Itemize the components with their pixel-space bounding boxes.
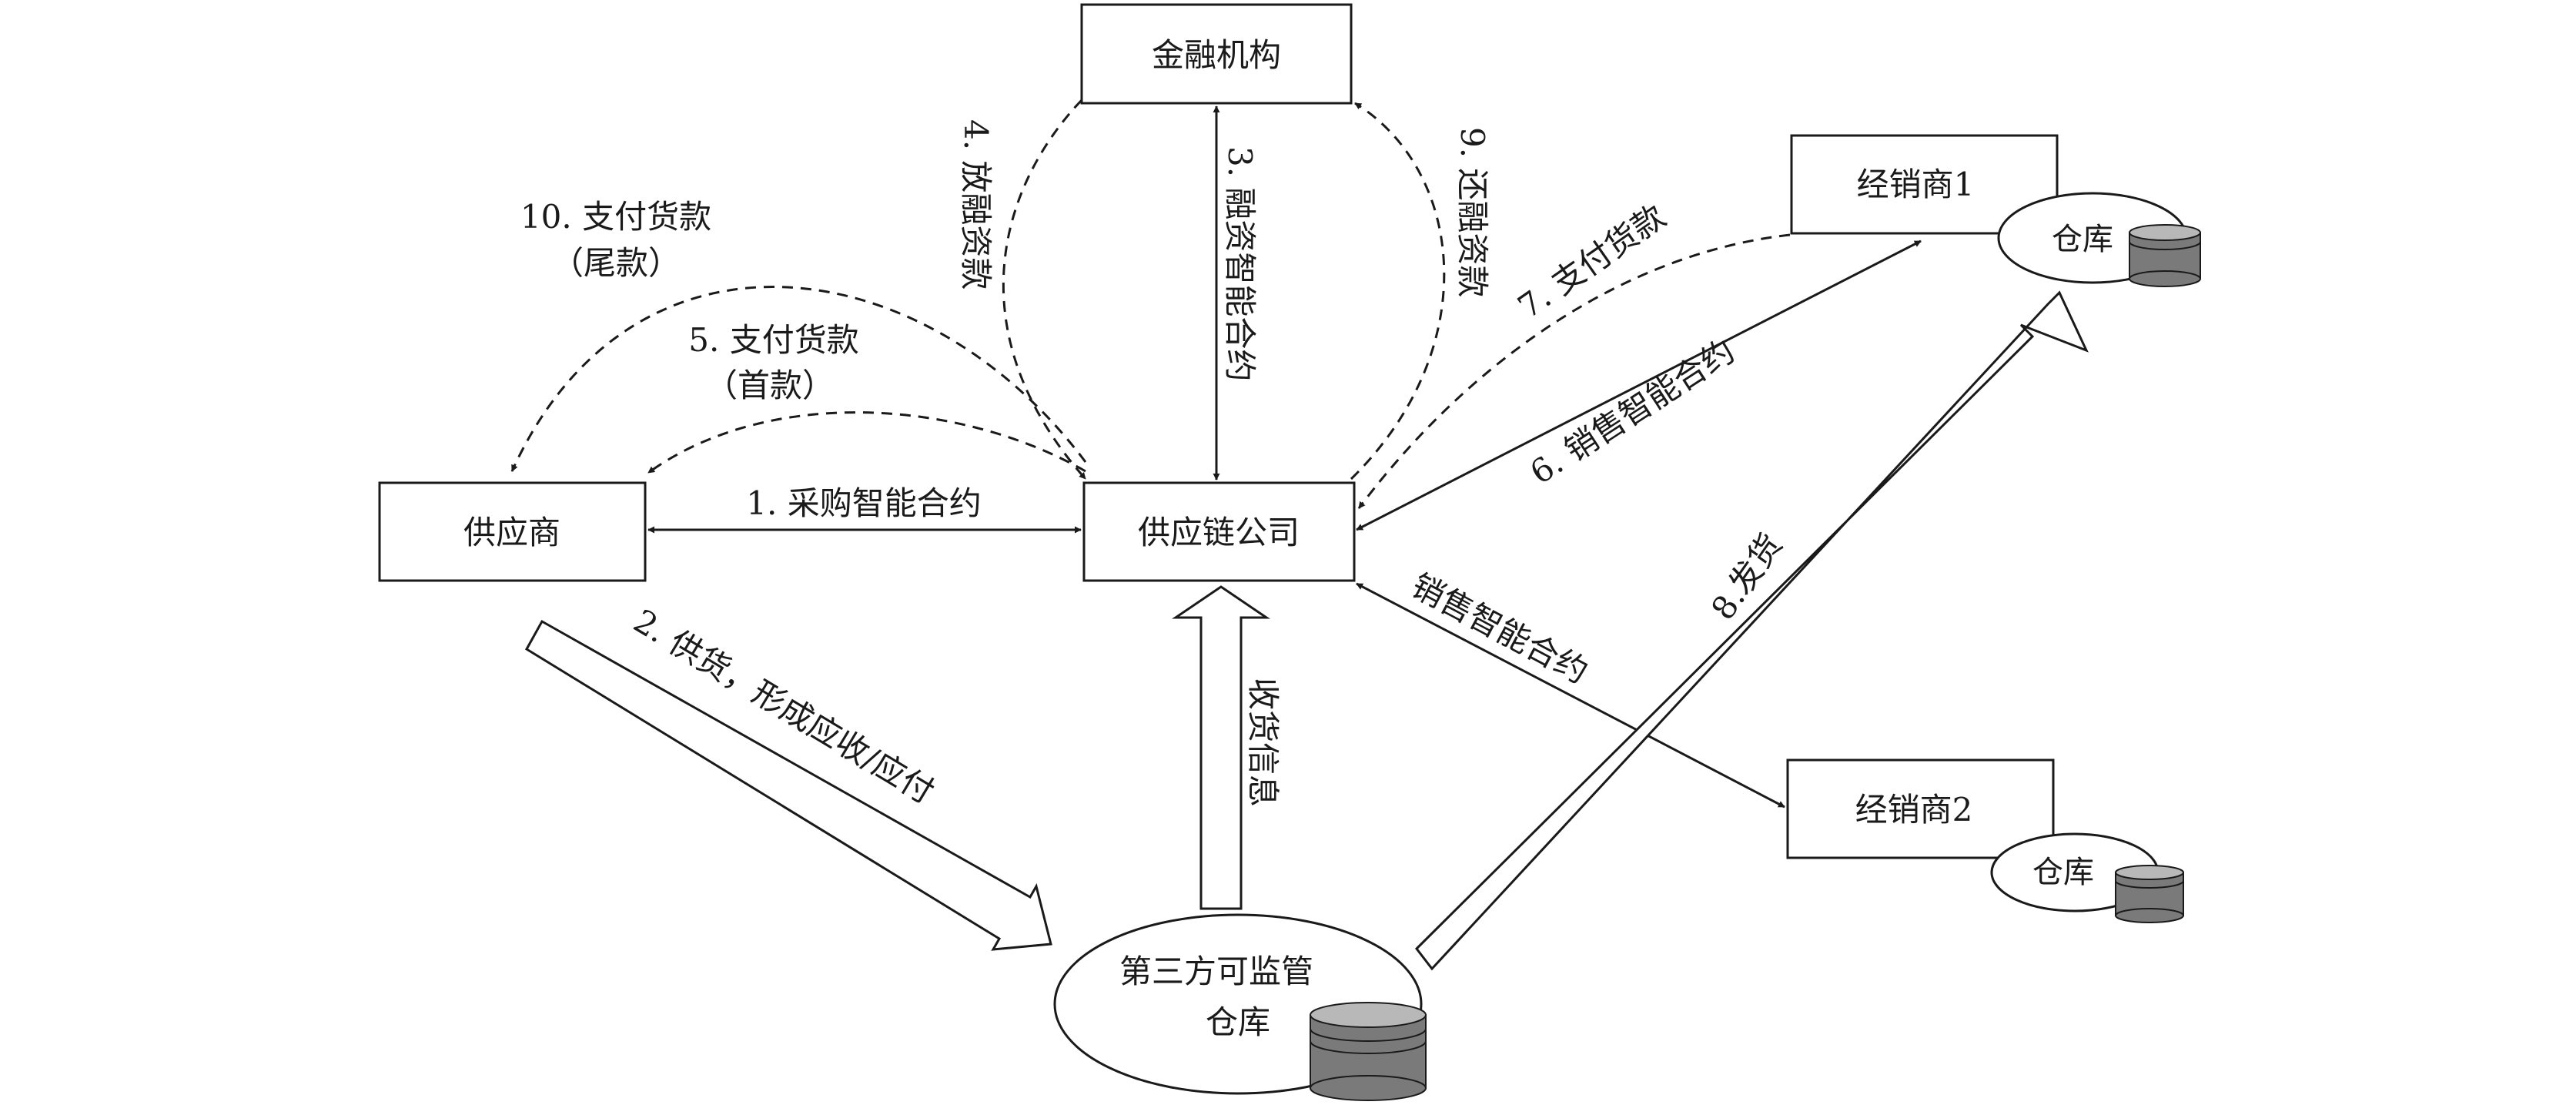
edge-4-arrow bbox=[1002, 99, 1087, 480]
third-party-database-icon bbox=[1310, 1002, 1427, 1101]
receipt-label: 收货信息 bbox=[1244, 678, 1282, 807]
supplier-label: 供应商 bbox=[463, 514, 560, 551]
edge-7-label: 7. 支付货款 bbox=[1511, 197, 1672, 326]
edge-9-label: 9. 还融资款 bbox=[1454, 127, 1491, 297]
dealer2-node: 经销商2 仓库 bbox=[1786, 758, 2184, 923]
supply-chain-company-label: 供应链公司 bbox=[1138, 514, 1300, 551]
third-party-warehouse-label-line1: 第三方可监管 bbox=[1119, 953, 1313, 990]
supply-chain-company-node: 供应链公司 bbox=[1082, 481, 1356, 582]
edge-10-label-line1: 10. 支付货款 bbox=[520, 198, 711, 236]
dealer2-warehouse-label: 仓库 bbox=[2032, 855, 2094, 890]
edge-4-label: 4. 放融资款 bbox=[957, 119, 995, 290]
edge-5-label-line1: 5. 支付货款 bbox=[688, 321, 858, 359]
edge-8-label: 8.发货 bbox=[1704, 527, 1789, 627]
edge-5-label-line2: （首款） bbox=[705, 367, 835, 404]
edge-3-label: 3. 融资智能合约 bbox=[1221, 146, 1259, 381]
edge-8-block-arrow bbox=[1415, 290, 2089, 971]
edge-sales-d2-label: 销售智能合约 bbox=[1405, 567, 1594, 691]
edge-2-block-arrow bbox=[524, 619, 1052, 951]
dealer1-node: 经销商1 仓库 bbox=[1790, 134, 2201, 287]
supplier-node: 供应商 bbox=[378, 481, 647, 582]
edge-7-arrow bbox=[1357, 233, 1791, 509]
dealer1-database-icon bbox=[2129, 224, 2201, 287]
third-party-warehouse-label-line2: 仓库 bbox=[1206, 1003, 1270, 1041]
receipt-block-arrow bbox=[1172, 585, 1270, 910]
edge-6-label: 6. 销售智能合约 bbox=[1524, 332, 1741, 491]
edge-5-arrow bbox=[647, 411, 1086, 474]
edge-9-arrow bbox=[1350, 102, 1446, 481]
third-party-warehouse-node: 第三方可监管 仓库 bbox=[1053, 913, 1427, 1101]
finance-institution-node: 金融机构 bbox=[1080, 3, 1353, 105]
dealer1-warehouse-label: 仓库 bbox=[2052, 222, 2113, 257]
finance-institution-label: 金融机构 bbox=[1152, 36, 1281, 74]
edge-10-label-line2: （尾款） bbox=[551, 244, 681, 282]
edge-10-arrow bbox=[510, 286, 1087, 472]
edge-6-arrow bbox=[1356, 239, 1922, 531]
edge-sales-d2-arrow bbox=[1356, 582, 1785, 809]
edge-1-label: 1. 采购智能合约 bbox=[746, 484, 981, 522]
dealer2-label: 经销商2 bbox=[1855, 791, 1973, 829]
dealer2-database-icon bbox=[2115, 865, 2184, 923]
dealer1-label: 经销商1 bbox=[1857, 166, 1975, 203]
